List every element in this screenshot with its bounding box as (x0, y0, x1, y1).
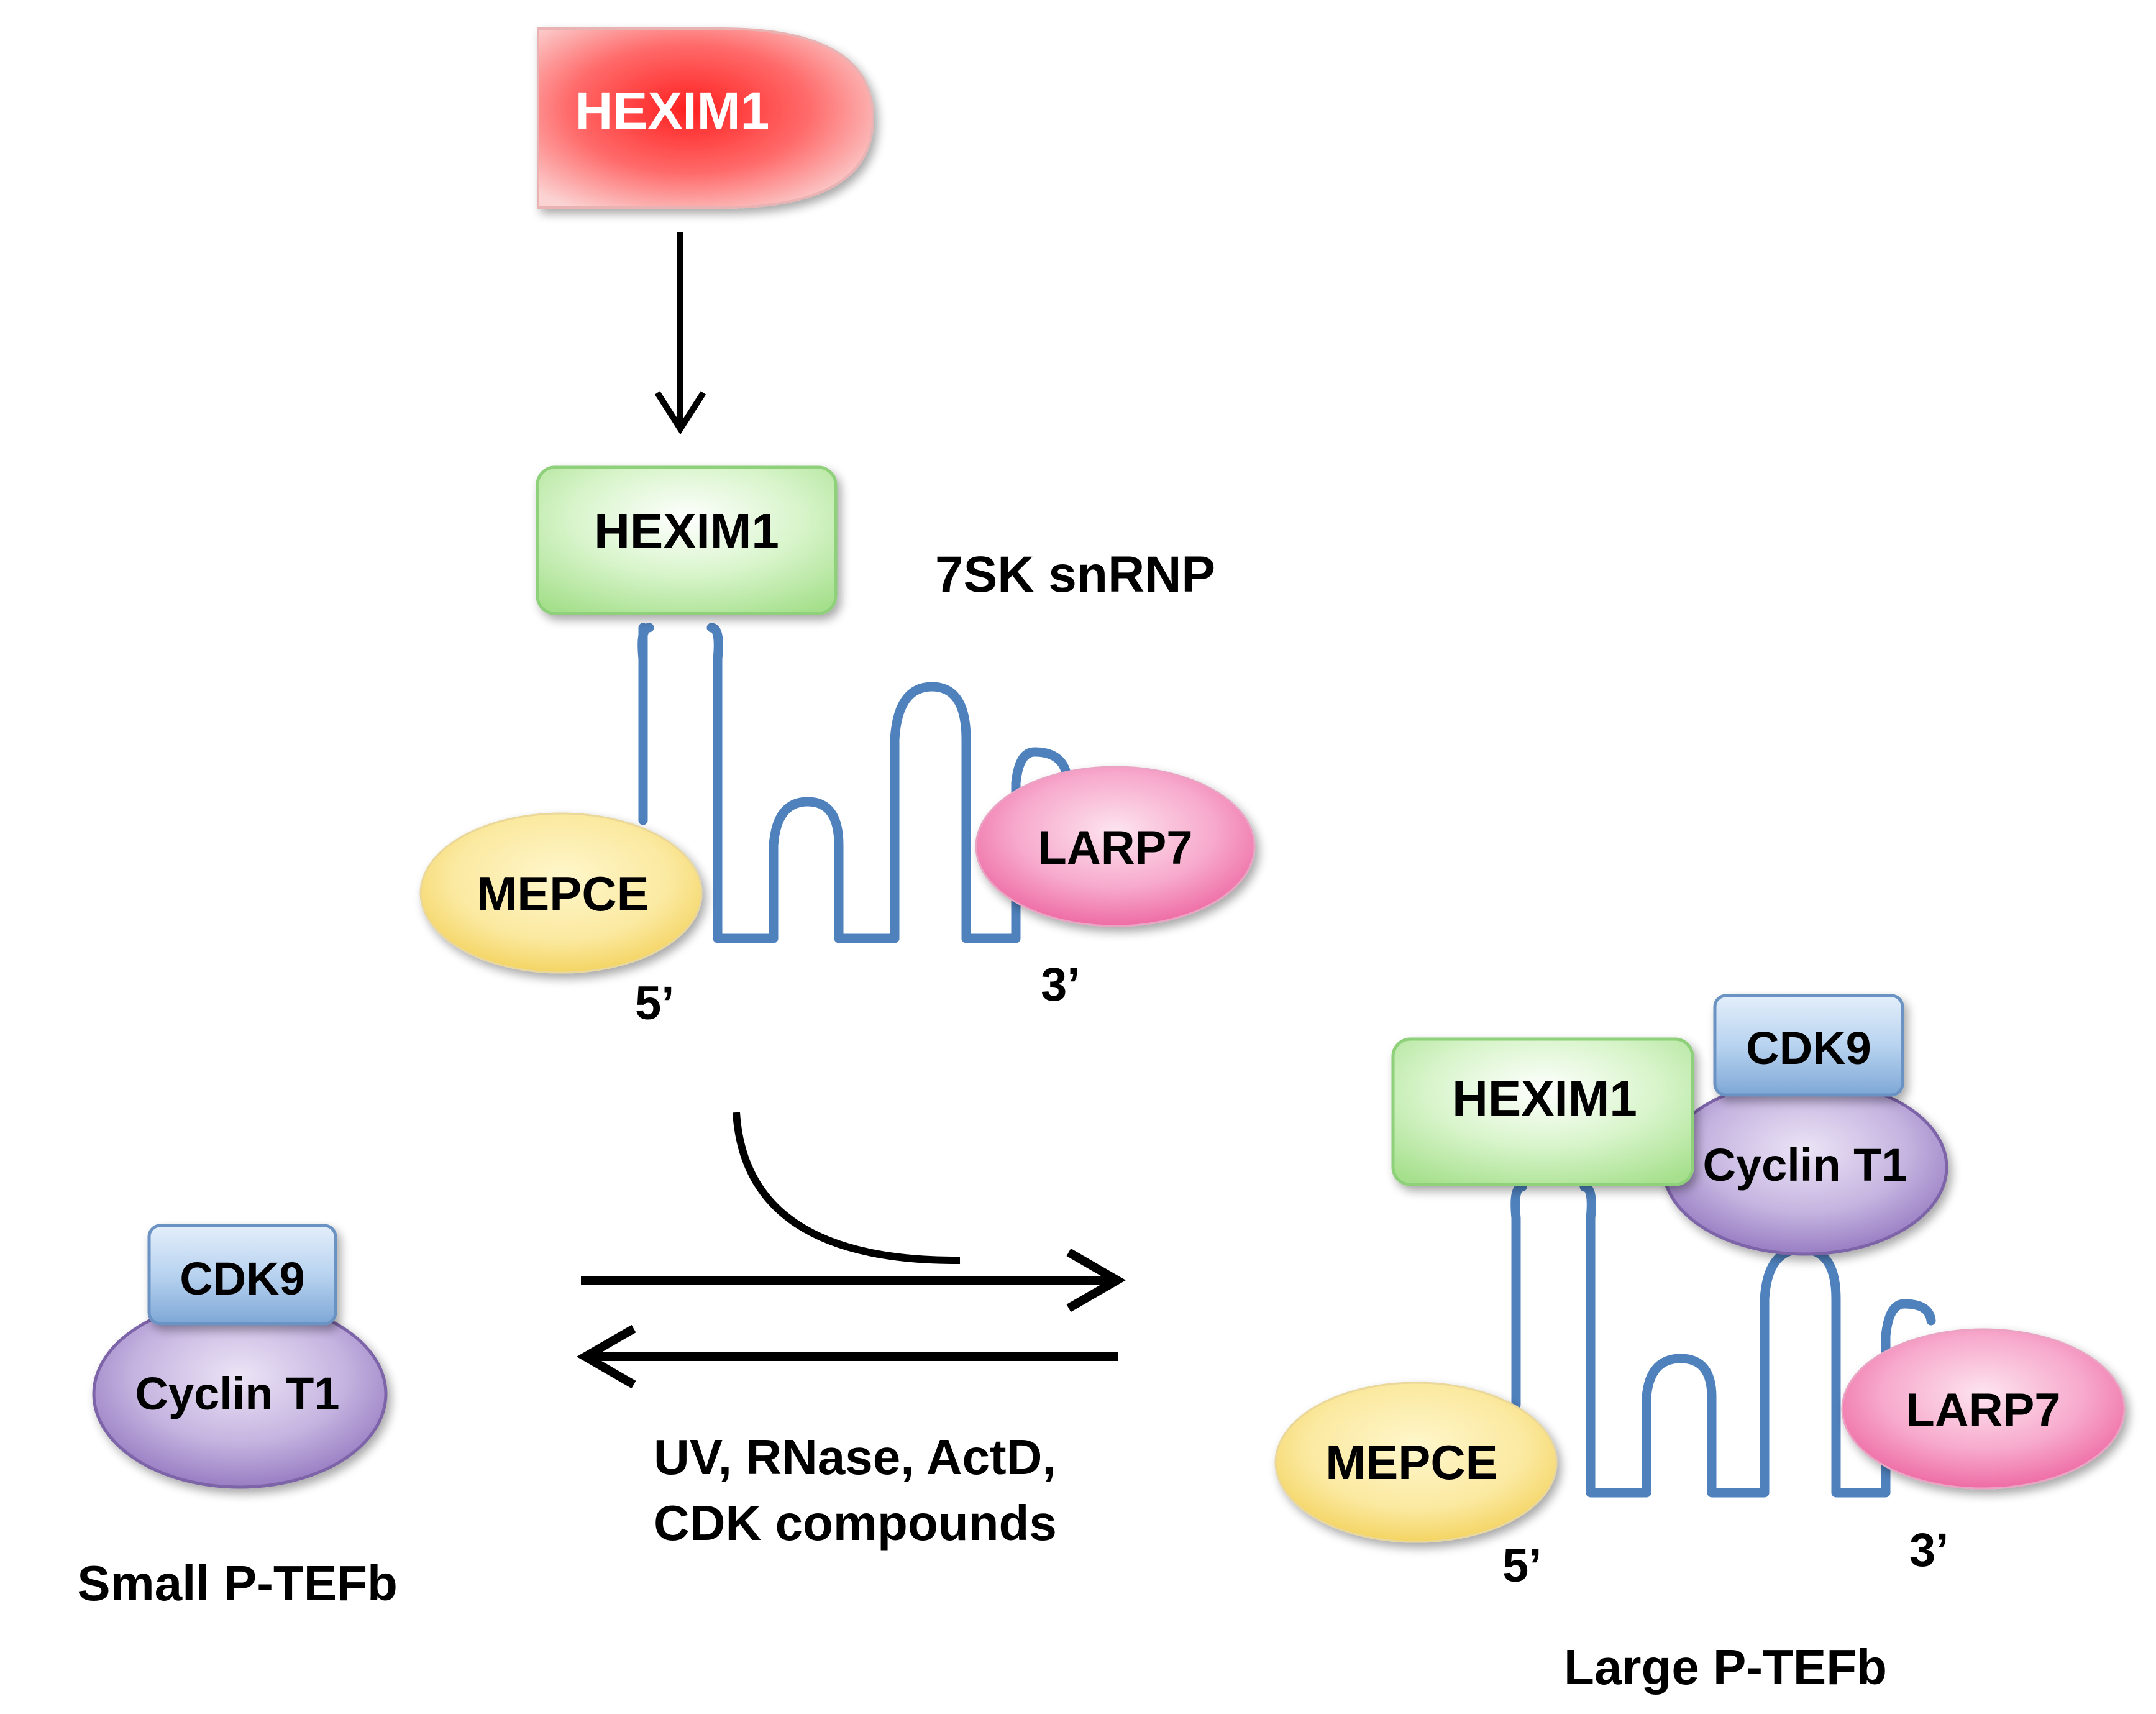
large-cyclin-t1-protein: Cyclin T1 (1661, 1078, 1948, 1256)
large-cdk9-protein: CDK9 (1713, 994, 1904, 1097)
incorporation-curve (733, 1112, 961, 1265)
large-ptefb-caption: Large P-TEFb (1564, 1639, 1887, 1695)
large-five-prime-label: 5’ (1502, 1539, 1542, 1592)
large-larp7-protein: LARP7 (1841, 1328, 2126, 1490)
large-hexim1-label: HEXIM1 (1452, 1071, 1637, 1126)
large-larp7-label: LARP7 (1906, 1384, 2060, 1437)
snrnp-hexim1-label: HEXIM1 (594, 503, 779, 559)
snrnp-mepce-protein: MEPCE (419, 812, 703, 974)
small-ptefb-caption: Small P-TEFb (77, 1556, 398, 1611)
snrnp-title: 7SK snRNP (935, 546, 1215, 603)
snrnp-mepce-label: MEPCE (477, 866, 649, 921)
small-cdk9-label: CDK9 (180, 1253, 304, 1304)
large-ptefb-complex: Cyclin T1 CDK9 HEXIM1 MEPCE LARP7 5’ 3’ … (1274, 994, 2126, 1695)
large-cyclin-t1-label: Cyclin T1 (1703, 1139, 1907, 1191)
small-cyclin-t1-label: Cyclin T1 (135, 1368, 340, 1419)
large-mepce-protein: MEPCE (1274, 1382, 1558, 1543)
large-three-prime-label: 3’ (1909, 1524, 1948, 1577)
small-ptefb-complex: Cyclin T1 CDK9 Small P-TEFb (77, 1224, 398, 1611)
large-mepce-label: MEPCE (1325, 1435, 1497, 1490)
snrnp-hexim1-box: HEXIM1 (536, 465, 838, 615)
large-7sk-rna (1510, 1182, 1936, 1498)
snrnp-larp7-protein: LARP7 (975, 766, 1256, 927)
hexim1-free-label: HEXIM1 (575, 81, 770, 140)
snrnp-complex: HEXIM1 MEPCE LARP7 7SK snRNP 5’ 3’ (419, 465, 1256, 1030)
small-cdk9-protein: CDK9 (147, 1224, 337, 1326)
large-cdk9-label: CDK9 (1746, 1022, 1871, 1074)
snrnp-larp7-label: LARP7 (1038, 822, 1192, 874)
large-hexim1-box: HEXIM1 (1391, 1037, 1694, 1186)
reverse-stimuli-line1: UV, RNase, ActD, (654, 1429, 1056, 1485)
snrnp-five-prime-label: 5’ (635, 977, 674, 1030)
snrnp-three-prime-label: 3’ (1041, 958, 1080, 1011)
equilibrium-arrows (576, 1112, 1126, 1389)
hexim1-free-protein: HEXIM1 (537, 27, 875, 209)
reverse-stimuli-line2: CDK compounds (654, 1495, 1057, 1551)
small-cyclin-t1-protein: Cyclin T1 (92, 1299, 388, 1489)
binding-arrow (654, 232, 706, 435)
